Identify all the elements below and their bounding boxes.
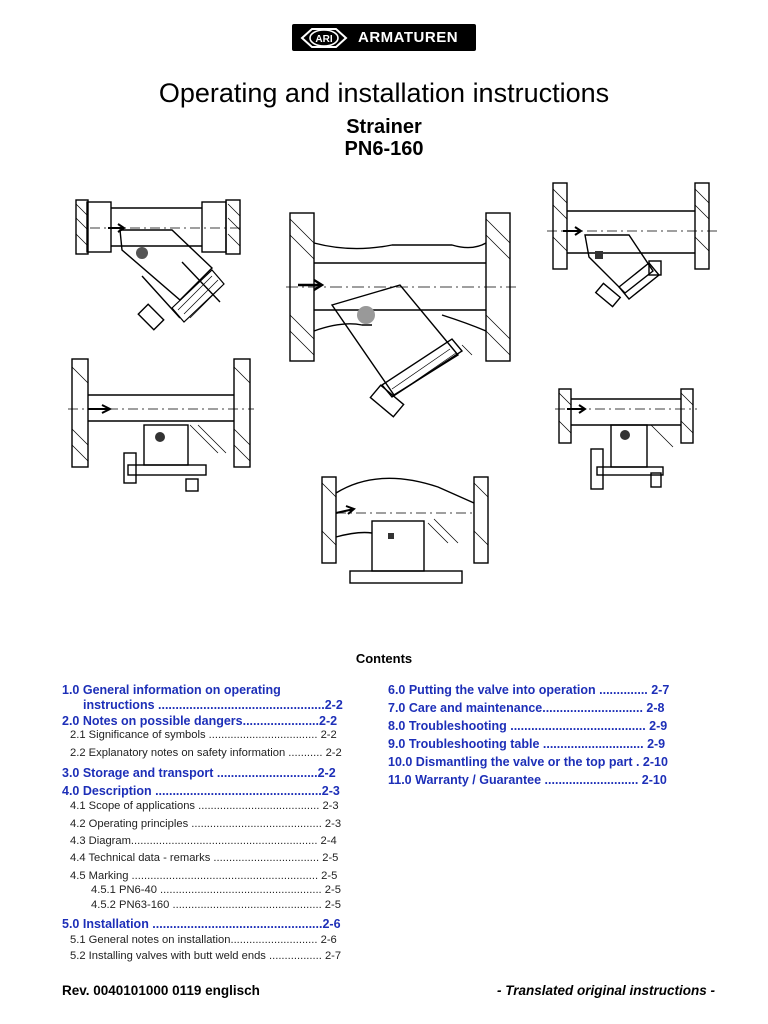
toc-entry[interactable]: 4.3 Diagram.............................… xyxy=(70,835,337,847)
toc-entry[interactable]: 8.0 Troubleshooting ....................… xyxy=(388,719,668,733)
toc-entry[interactable]: instructions ...........................… xyxy=(83,698,343,712)
logo-text: ARMATUREN xyxy=(358,29,459,46)
strainer-drawing-mid-left xyxy=(68,358,254,492)
document-title: Operating and installation instructions xyxy=(158,78,610,108)
ari-armaturen-logo: ARI ARMATUREN xyxy=(292,24,476,51)
toc-entry[interactable]: 4.5.1 PN6-40 ...........................… xyxy=(91,884,341,896)
toc-entry[interactable]: 2.1 Significance of symbols ............… xyxy=(70,729,337,741)
strainer-drawing-mid-right xyxy=(555,388,697,490)
document-subtitle-pressure: PN6-160 xyxy=(344,138,424,160)
toc-entry[interactable]: 4.4 Technical data - remarks ...........… xyxy=(70,852,339,864)
toc-entry[interactable]: 3.0 Storage and transport ..............… xyxy=(62,766,336,780)
toc-entry[interactable]: 6.0 Putting the valve into operation ...… xyxy=(388,683,670,697)
ari-emblem-icon: ARI xyxy=(298,27,350,49)
toc-entry[interactable]: 4.0 Description ........................… xyxy=(62,784,340,798)
toc-entry[interactable]: 2.0 Notes on possible dangers...........… xyxy=(62,714,338,728)
strainer-drawing-bottom-center xyxy=(321,476,489,584)
toc-right-column: 6.0 Putting the valve into operation ...… xyxy=(388,683,718,803)
toc-entry[interactable]: 4.1 Scope of applications ..............… xyxy=(70,800,339,812)
toc-entry[interactable]: 7.0 Care and maintenance................… xyxy=(388,701,665,715)
svg-text:ARI: ARI xyxy=(315,34,332,45)
strainer-drawing-center xyxy=(286,212,516,418)
strainer-drawing-top-right xyxy=(547,182,717,308)
contents-heading: Contents xyxy=(355,651,413,666)
document-subtitle: Strainer xyxy=(346,116,422,138)
revision-footer: Rev. 0040101000 0119 englisch xyxy=(62,983,260,998)
toc-entry[interactable]: 4.5 Marking ............................… xyxy=(70,870,338,882)
toc-entry[interactable]: 5.1 General notes on installation.......… xyxy=(70,934,337,946)
translation-note-footer: - Translated original instructions - xyxy=(496,983,715,998)
toc-entry[interactable]: 1.0 General information on operating xyxy=(62,683,281,697)
toc-entry[interactable]: 4.5.2 PN63-160 .........................… xyxy=(91,899,341,911)
toc-entry[interactable]: 5.2 Installing valves with butt weld end… xyxy=(70,950,342,962)
toc-entry[interactable]: 11.0 Warranty / Guarantee ..............… xyxy=(388,773,667,787)
toc-entry[interactable]: 5.0 Installation .......................… xyxy=(62,917,341,931)
toc-entry[interactable]: 4.2 Operating principles ...............… xyxy=(70,818,342,830)
toc-entry[interactable]: 2.2 Explanatory notes on safety informat… xyxy=(70,747,342,759)
toc-entry[interactable]: 10.0 Dismantling the valve or the top pa… xyxy=(388,755,668,769)
toc-entry[interactable]: 9.0 Troubleshooting table ..............… xyxy=(388,737,666,751)
strainer-drawing-top-left xyxy=(75,199,242,331)
